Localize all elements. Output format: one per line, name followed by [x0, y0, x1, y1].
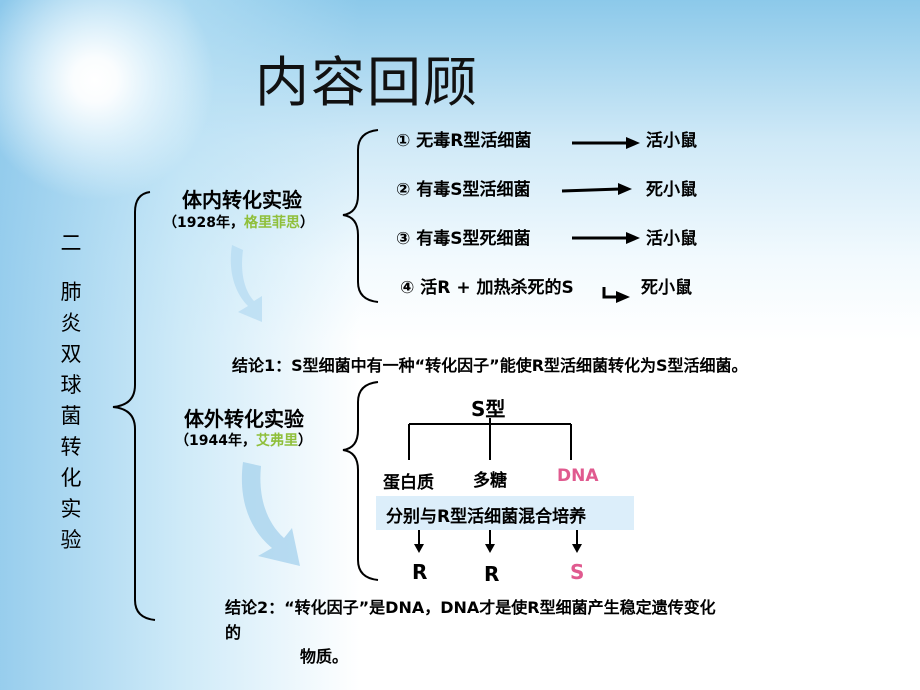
component-tree [408, 418, 572, 460]
in-vivo-bracket [342, 129, 379, 303]
source-strain: S型 [471, 397, 506, 421]
step-1-result: 活小鼠 [646, 131, 697, 151]
outcome-arrows [414, 530, 582, 553]
section-heading: 二 肺炎双球菌转化实验 [56, 228, 86, 556]
outcome-polysaccharide: R [484, 562, 500, 586]
in-vitro-scientist: 艾弗里 [255, 433, 298, 449]
section-number: 二 [60, 231, 82, 255]
step-2-label: ② 有毒S型活细菌 [396, 180, 531, 200]
in-vivo-close: ） [299, 215, 314, 231]
in-vivo-subtitle: （1928年，格里菲思） [163, 212, 314, 232]
step-4-label: ④ 活R + 加热杀死的S [400, 278, 574, 298]
in-vitro-year: （1944年， [175, 433, 256, 449]
in-vivo-title: 体内转化实验 [182, 188, 302, 212]
in-vivo-year: （1928年， [163, 215, 244, 231]
in-vitro-title: 体外转化实验 [184, 407, 304, 431]
step-1-label: ① 无毒R型活细菌 [396, 131, 532, 151]
component-protein: 蛋白质 [383, 473, 434, 493]
conclusion-2-line3: 物质。 [300, 647, 349, 666]
section-heading-text: 肺炎双球菌转化实验 [60, 280, 82, 552]
step-4-result: 死小鼠 [641, 278, 692, 298]
step-3-result: 活小鼠 [646, 229, 697, 249]
in-vivo-scientist: 格里菲思 [243, 215, 300, 231]
in-vitro-subtitle: （1944年，艾弗里） [175, 430, 312, 450]
decorative-arrow-upper [230, 245, 262, 322]
outcome-protein: R [412, 560, 428, 584]
page-title: 内容回顾 [255, 51, 479, 114]
step-3-label: ③ 有毒S型死细菌 [396, 229, 531, 249]
conclusion-1: 结论1：S型细菌中有一种“转化因子”能使R型活细菌转化为S型活细菌。 [232, 356, 748, 375]
component-polysaccharide: 多糖 [473, 471, 507, 491]
outcome-dna: S [570, 560, 585, 584]
conclusion-2-line2: 的 [225, 623, 242, 642]
component-dna: DNA [557, 466, 599, 486]
conclusion-2-line1: 结论2：“转化因子”是DNA，DNA才是使R型细菌产生稳定遗传变化 [225, 598, 716, 617]
step-arrows [561, 137, 640, 303]
mix-band [376, 496, 634, 530]
mix-label: 分别与R型活细菌混合培养 [386, 507, 587, 527]
step-2-result: 死小鼠 [646, 180, 697, 200]
main-bracket [112, 191, 156, 621]
in-vitro-bracket [342, 381, 379, 581]
decorative-arrow-lower [241, 462, 300, 566]
in-vitro-close: ） [297, 433, 312, 449]
